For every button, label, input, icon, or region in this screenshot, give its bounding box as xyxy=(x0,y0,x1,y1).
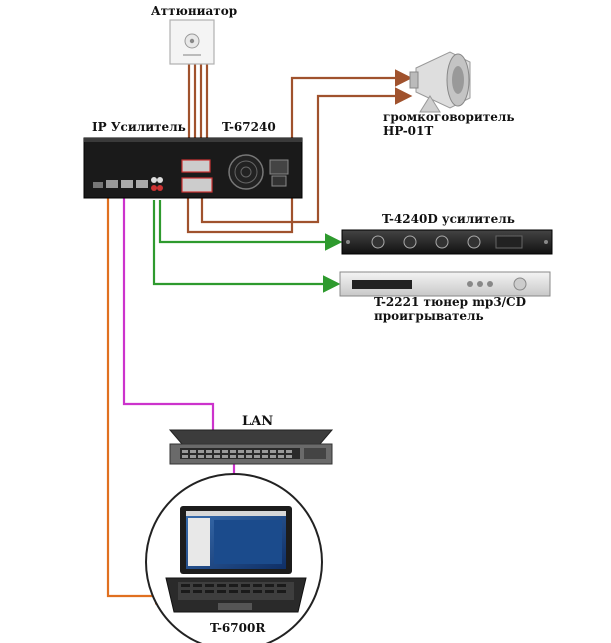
ip-amplifier-device xyxy=(83,137,303,199)
control-wire xyxy=(106,192,173,605)
laptop-device xyxy=(145,473,323,643)
attenuator-label: Аттюниатор xyxy=(151,4,237,18)
amplifier-4240d-label: T-4240D усилитель xyxy=(382,212,515,226)
ip-amplifier-label: IP Усилитель xyxy=(92,120,186,134)
amplifier-4240d-device xyxy=(341,229,553,255)
horn-speaker-device xyxy=(409,51,471,113)
amplifier-model-label: T-67240 xyxy=(222,120,276,134)
tuner-2221-device xyxy=(339,271,551,297)
audio-wires xyxy=(152,200,343,293)
horn-label-line2: HP-01T xyxy=(383,124,433,138)
lan-switch-device xyxy=(168,429,334,465)
tuner-label-line1: T-2221 тюнер mp3/CD xyxy=(374,295,526,309)
lan-label: LAN xyxy=(242,414,273,429)
laptop-label: T-6700R xyxy=(210,621,266,635)
attenuator-device xyxy=(169,19,215,65)
horn-wires xyxy=(186,69,413,234)
horn-label-line1: громкоговоритель xyxy=(383,110,515,124)
tuner-label-line2: проигрыватель xyxy=(374,309,484,323)
